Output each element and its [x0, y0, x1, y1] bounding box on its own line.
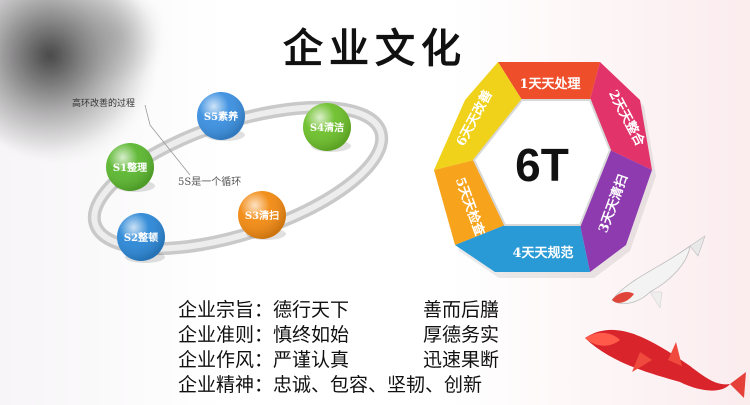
principle-row: 企业宗旨：德行天下 善而后膳 [178, 298, 499, 323]
cycle-node-label: S1整理 [113, 161, 147, 174]
principle-value: 善而后膳 [423, 299, 500, 321]
cycle-node-label: S3清扫 [245, 209, 279, 222]
cycle-node-s3: S3清扫 [238, 191, 286, 240]
principle-row: 企业精神：忠诚、包容、坚韧、创新 [178, 373, 499, 398]
koi-fish-red-decoration [585, 329, 746, 398]
six-t-segment-6 [434, 62, 522, 170]
principle-label: 企业宗旨：德行天下 [178, 299, 350, 321]
cycle-center-note: 5S是一个循环 [178, 175, 241, 188]
six-t-segment-label: 1天天处理 [519, 76, 580, 92]
six-t-segment-4 [455, 225, 590, 272]
principle-label: 企业精神：忠诚、包容、坚韧、创新 [178, 374, 483, 396]
cycle-node-s1: S1整理 [106, 143, 155, 192]
six-t-segment-5 [434, 160, 505, 245]
six-t-center-hub [472, 99, 612, 226]
company-principles: 企业宗旨：德行天下 善而后膳 企业准则：慎终如始 厚德务实 企业作风：严谨认真 迅速果… [178, 298, 499, 398]
six-t-segment-label: 4天天规范 [512, 245, 573, 261]
principle-row: 企业作风：严谨认真 迅速果断 [178, 348, 499, 373]
principle-value: 迅速果断 [423, 349, 500, 371]
six-t-center-label: 6T [515, 139, 569, 191]
koi-fish-white-decoration [611, 235, 706, 309]
principle-label: 企业准则：慎终如始 [178, 324, 350, 346]
annotation-leader-line [149, 124, 191, 176]
principle-value: 厚德务实 [423, 324, 500, 346]
cycle-node-label: S5素养 [204, 110, 239, 123]
five-s-cycle-diagram: 高环改善的过程 5S是一个循环 S1整理 S2整顿 S3清扫 [72, 92, 389, 263]
ink-wash-decoration-light [60, 0, 170, 80]
cycle-node-s5: S5素养 [197, 92, 245, 141]
cycle-annotation: 高环改善的过程 [72, 97, 135, 109]
six-t-segment-1 [498, 62, 600, 100]
cycle-node-s2: S2整顿 [117, 213, 165, 263]
slide-title: 企业文化 [283, 25, 467, 72]
cycle-node-label: S4清洁 [310, 121, 344, 134]
cycle-node-s4: S4清洁 [303, 103, 351, 152]
principle-row: 企业准则：慎终如始 厚德务实 [178, 323, 499, 348]
six-t-diagram: 6T 1天天处理 2天天整合 3天天清扫 4天天规范 5天天检查 6天天改善 [434, 62, 656, 278]
cycle-node-label: S2整顿 [124, 231, 158, 244]
principle-label: 企业作风：严谨认真 [178, 349, 350, 371]
six-t-segment-2 [590, 62, 652, 170]
